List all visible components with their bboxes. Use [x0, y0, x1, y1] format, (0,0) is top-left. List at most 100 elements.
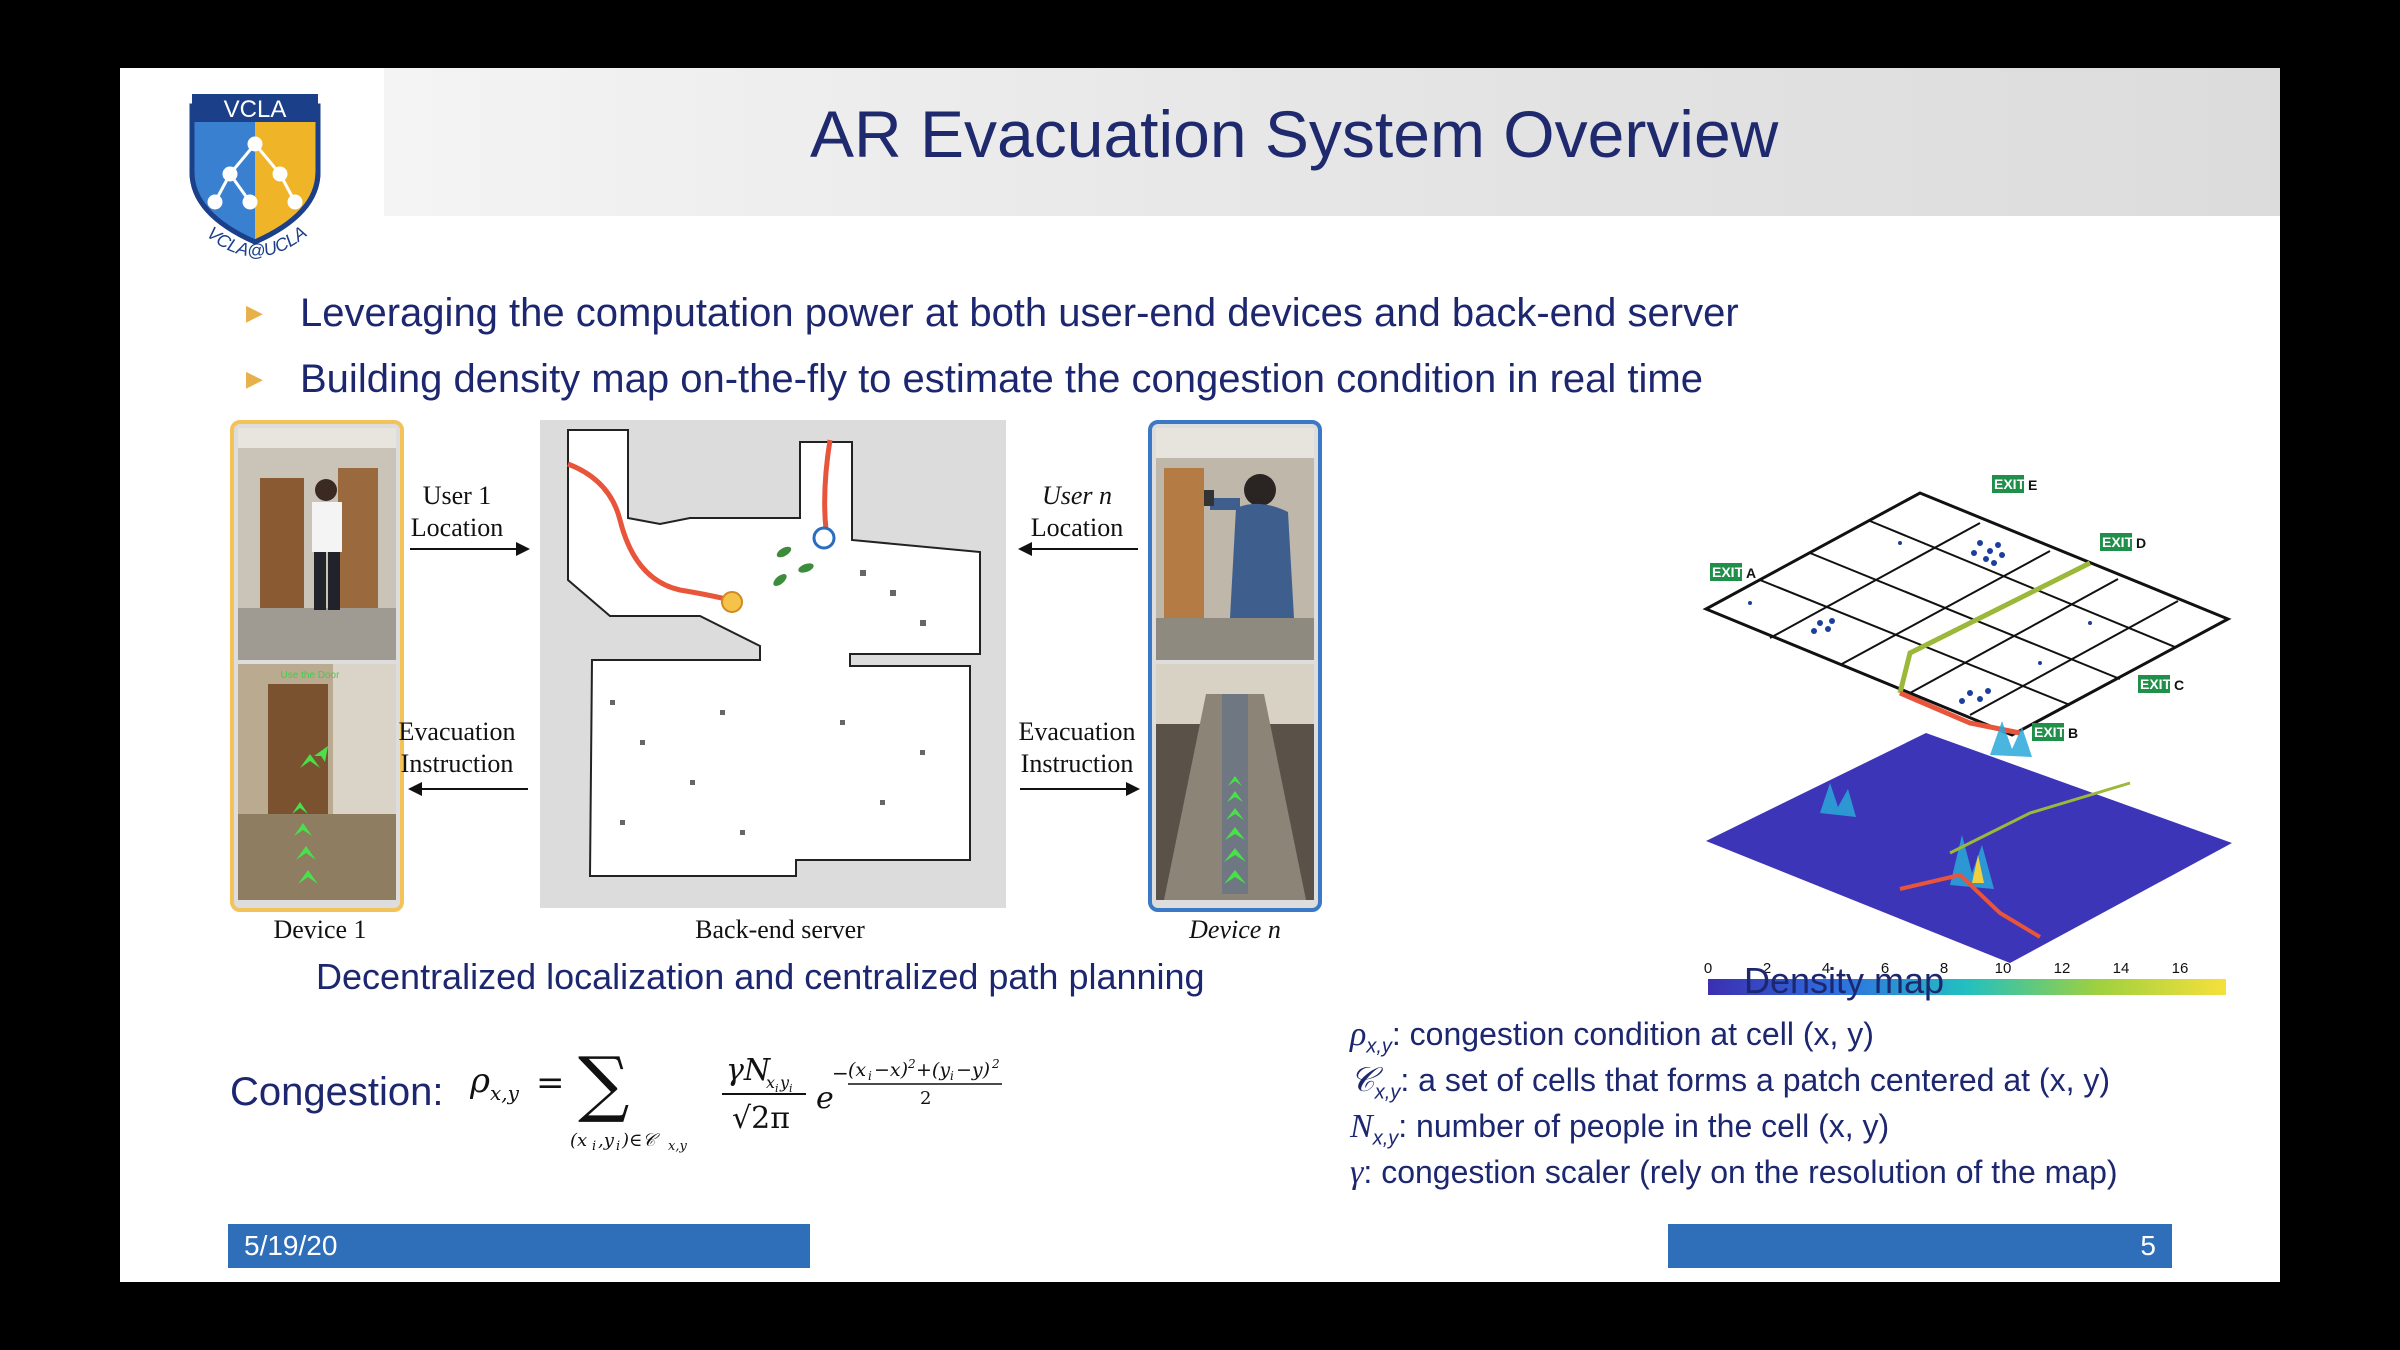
- bullet-text: Building density map on-the-fly to estim…: [300, 356, 1703, 401]
- exit-e-label: E: [2028, 477, 2037, 493]
- user-n-location-label: User n Location: [1008, 480, 1146, 544]
- device-1-ar-view: Use the Door: [238, 664, 396, 900]
- colorbar-tick: 14: [2113, 960, 2130, 977]
- header-band: [384, 68, 2280, 216]
- bullet-list: ▶ Leveraging the computation power at bo…: [246, 280, 1739, 412]
- definition-symbol: γ: [1350, 1154, 1364, 1191]
- density-map-caption: Density map: [1744, 960, 1945, 1001]
- exit-c-label: C: [2174, 677, 2184, 693]
- colorbar-tick: 10: [1995, 960, 2012, 977]
- definition-symbol: ρ: [1350, 1016, 1367, 1053]
- user-1-location-label: User 1 Location: [388, 480, 526, 544]
- label-line: Instruction: [1020, 749, 1134, 778]
- congestion-definitions: ρx,y: congestion condition at cell (x, y…: [1350, 1016, 2118, 1200]
- svg-text:i: i: [868, 1069, 872, 1083]
- diagram-caption: Decentralized localization and centraliz…: [316, 956, 1205, 997]
- svg-text:γN: γN: [726, 1053, 772, 1088]
- colorbar-tick: 12: [2054, 960, 2071, 977]
- svg-text:x,y: x,y: [490, 1081, 520, 1105]
- svg-text:y: y: [779, 1073, 790, 1092]
- svg-text:2: 2: [920, 1088, 931, 1109]
- svg-text:(x: (x: [570, 1130, 587, 1151]
- definition-text: : congestion condition at cell (x, y): [1391, 1016, 1874, 1052]
- label-line: Location: [410, 513, 504, 542]
- svg-text:−y): −y): [956, 1059, 990, 1081]
- svg-text:i: i: [950, 1069, 954, 1083]
- triangle-bullet-icon: ▶: [246, 300, 263, 325]
- colorbar-tick: 8: [1940, 960, 1948, 977]
- congestion-label: Congestion:: [230, 1070, 444, 1114]
- triangle-bullet-icon: ▶: [246, 366, 263, 391]
- exit-sign: EXIT: [1994, 476, 2026, 492]
- colorbar-tick: 6: [1881, 960, 1889, 977]
- device-n-ar-view: [1156, 664, 1314, 900]
- exit-b-label: B: [2068, 725, 2078, 741]
- label-line: Evacuation: [1018, 717, 1136, 746]
- colorbar-tick: 16: [2172, 960, 2189, 977]
- evacuation-instruction-label-right: Evacuation Instruction: [1008, 716, 1146, 780]
- svg-text:=: =: [536, 1063, 565, 1103]
- exit-sign: EXIT: [2102, 534, 2134, 550]
- exit-sign: EXIT: [1712, 564, 1744, 580]
- definition-text: : number of people in the cell (x, y): [1398, 1108, 1890, 1144]
- footer-page-number: 5: [1668, 1224, 2172, 1268]
- user-n-photo: [1156, 428, 1314, 660]
- label-line: User 1: [422, 481, 492, 510]
- definition-item: Nx,y: number of people in the cell (x, y…: [1350, 1108, 2118, 1154]
- label-line: Location: [1030, 513, 1124, 542]
- exit-a-label: A: [1746, 565, 1756, 581]
- definition-text: : a set of cells that forms a patch cent…: [1400, 1062, 2110, 1098]
- exit-d-label: D: [2136, 535, 2146, 551]
- bullet-item: ▶ Leveraging the computation power at bo…: [246, 280, 1739, 346]
- back-end-server-label: Back-end server: [695, 915, 865, 944]
- svg-text:x,y: x,y: [668, 1139, 687, 1154]
- svg-text:+(y: +(y: [916, 1059, 950, 1081]
- svg-text:ρ: ρ: [470, 1061, 490, 1101]
- svg-text:)∈𝒞: )∈𝒞: [621, 1130, 660, 1151]
- arrow-right-icon: [1020, 782, 1140, 796]
- svg-text:i: i: [775, 1082, 779, 1095]
- svg-text:i: i: [616, 1139, 620, 1154]
- device-n-photo-panel: [1148, 420, 1322, 912]
- back-end-server-map: [540, 420, 1006, 908]
- colorbar-tick: 4: [1822, 960, 1830, 977]
- user-1-photo: [238, 428, 396, 660]
- label-line: Instruction: [400, 749, 514, 778]
- slide-title: AR Evacuation System Overview: [810, 97, 1779, 171]
- slide: VCLA VCLA@UCLA AR Evacuation System Over…: [120, 68, 2280, 1282]
- label-line: User n: [1041, 481, 1113, 510]
- arrow-left-icon: [408, 782, 528, 796]
- vcla-logo: VCLA VCLA@UCLA: [180, 84, 330, 264]
- exit-sign: EXIT: [2140, 676, 2172, 692]
- arrow-right-icon: [410, 542, 530, 556]
- device-1-label: Device 1: [273, 915, 367, 944]
- svg-text:−: −: [832, 1061, 849, 1085]
- device-1-photo-panel: Use the Door: [230, 420, 404, 912]
- svg-text:∑: ∑: [578, 1046, 629, 1125]
- label-line: Evacuation: [398, 717, 516, 746]
- evacuation-instruction-label-left: Evacuation Instruction: [388, 716, 526, 780]
- definition-item: ρx,y: congestion condition at cell (x, y…: [1350, 1016, 2118, 1062]
- definition-subscript: x,y: [1374, 1081, 1401, 1104]
- footer-date: 5/19/20: [228, 1224, 810, 1268]
- definition-symbol: 𝒞: [1350, 1062, 1375, 1099]
- definition-item: 𝒞x,y: a set of cells that forms a patch …: [1350, 1062, 2118, 1108]
- svg-text:−x): −x): [874, 1059, 908, 1081]
- svg-text:i: i: [789, 1082, 793, 1095]
- definition-text: : congestion scaler (rely on the resolut…: [1363, 1154, 2118, 1190]
- definition-subscript: x,y: [1366, 1035, 1392, 1058]
- svg-text:2: 2: [991, 1057, 1000, 1071]
- bullet-item: ▶ Building density map on-the-fly to est…: [246, 346, 1739, 412]
- svg-text:,y: ,y: [598, 1130, 615, 1151]
- colorbar-tick: 0: [1704, 960, 1712, 977]
- device-n-label: Device n: [1189, 915, 1281, 944]
- definition-item: γ: congestion scaler (rely on the resolu…: [1350, 1154, 2118, 1200]
- logo-text: VCLA: [224, 96, 287, 123]
- arrow-left-icon: [1018, 542, 1138, 556]
- definition-subscript: x,y: [1372, 1127, 1399, 1150]
- svg-text:e: e: [816, 1081, 834, 1116]
- colorbar-tick: 2: [1763, 960, 1771, 977]
- definition-symbol: N: [1350, 1108, 1373, 1145]
